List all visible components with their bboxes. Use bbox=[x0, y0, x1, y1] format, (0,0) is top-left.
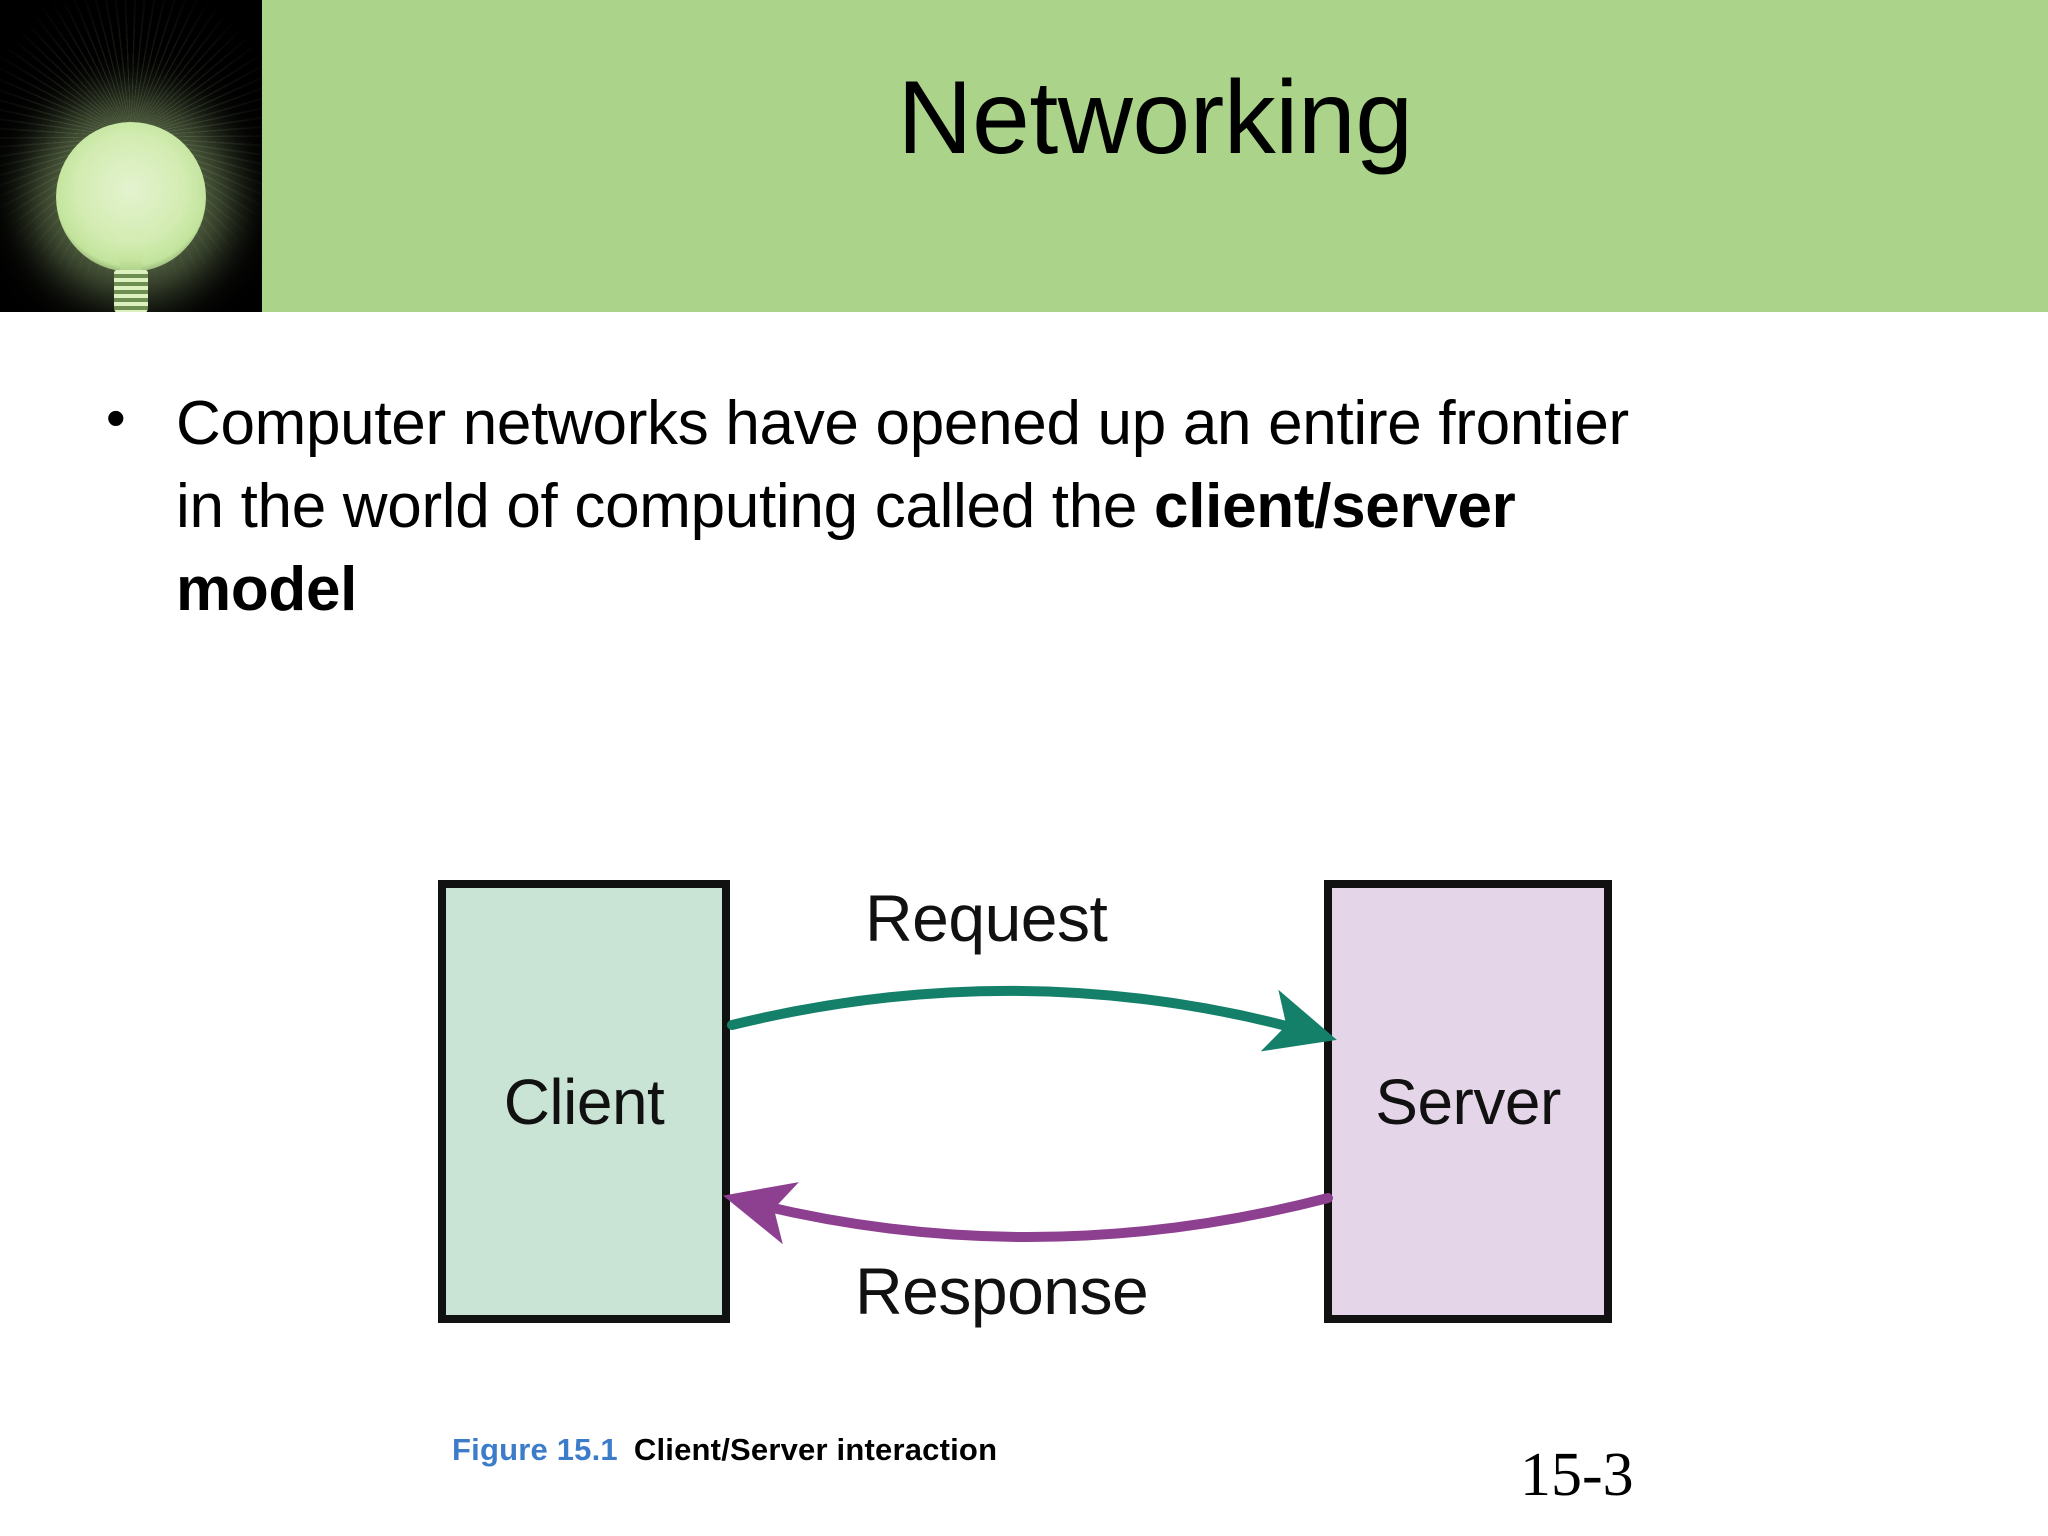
response-label: Response bbox=[855, 1254, 1149, 1328]
diagram-arrows bbox=[723, 985, 1337, 1245]
server-node-label: Server bbox=[1375, 1065, 1561, 1138]
request-arrow bbox=[727, 985, 1337, 1052]
header-band bbox=[262, 0, 2048, 312]
client-server-diagram: Client Server Request Response bbox=[0, 860, 2048, 1420]
request-label: Request bbox=[865, 881, 1108, 955]
bullet-item-text: Computer networks have opened up an enti… bbox=[176, 382, 1676, 631]
figure-caption: Figure 15.1 Client/Server interaction bbox=[452, 1432, 997, 1468]
bullet-marker-icon: • bbox=[106, 386, 126, 449]
bullet-list: • Computer networks have opened up an en… bbox=[100, 382, 1800, 631]
response-arrow bbox=[723, 1182, 1333, 1245]
bullet-text-emphasis: client/server model bbox=[176, 472, 1516, 625]
diagram-node-server: Server bbox=[1324, 880, 1612, 1323]
diagram-node-client: Client bbox=[438, 880, 730, 1323]
page-title: Networking bbox=[897, 60, 1413, 176]
lightbulb-logo bbox=[0, 0, 262, 312]
figure-description: Client/Server interaction bbox=[633, 1432, 998, 1467]
page-number: 15-3 bbox=[1520, 1441, 1634, 1509]
bullet-text-plain: Computer networks have opened up an enti… bbox=[176, 389, 1629, 542]
lightbulb-base-icon bbox=[114, 270, 148, 312]
figure-number: Figure 15.1 bbox=[452, 1432, 618, 1467]
client-node-label: Client bbox=[503, 1065, 665, 1138]
